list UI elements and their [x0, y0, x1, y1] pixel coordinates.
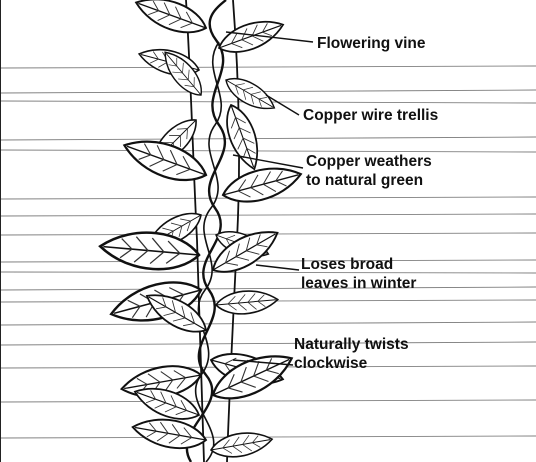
label-text: Flowering vine: [317, 34, 426, 53]
label-text: Copper wire trellis: [303, 106, 438, 125]
label-copper-weathers: Copper weathers to natural green: [306, 152, 432, 190]
label-naturally-twists: Naturally twists clockwise: [294, 335, 409, 373]
label-copper-wire-trellis: Copper wire trellis: [303, 106, 438, 125]
label-line-1: Copper weathers: [306, 152, 432, 171]
label-line-2: to natural green: [306, 171, 432, 190]
label-loses-leaves: Loses broad leaves in winter: [301, 255, 416, 293]
label-line-2: clockwise: [294, 354, 409, 373]
label-line-2: leaves in winter: [301, 274, 416, 293]
label-flowering-vine: Flowering vine: [317, 34, 426, 53]
label-line-1: Loses broad: [301, 255, 416, 274]
label-line-1: Naturally twists: [294, 335, 409, 354]
